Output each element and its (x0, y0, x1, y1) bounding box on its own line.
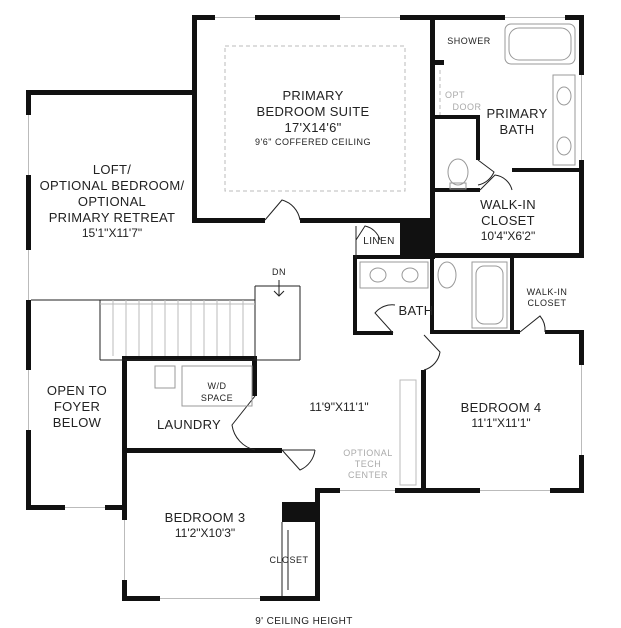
tech-center-label-2: TECH (354, 459, 382, 469)
loft-label-2: OPTIONAL BEDROOM/ (39, 178, 185, 193)
open-foyer-label-1: OPEN TO (46, 383, 108, 398)
open-foyer-label-3: BELOW (52, 415, 102, 430)
bath-label: BATH (398, 303, 434, 318)
loft-label-3: OPTIONAL (77, 194, 147, 209)
tech-center-label-3: CENTER (347, 470, 389, 480)
door-swings (231, 159, 546, 596)
tech-center-outline (399, 379, 417, 486)
linen-label: LINEN (363, 236, 395, 247)
primary-suite-ceiling-note: 9'6" COFFERED CEILING (255, 137, 371, 147)
bedroom4-dims: 11'1"X11'1" (471, 416, 531, 430)
loft-dims: 15'1"X11'7" (81, 226, 143, 240)
primary-bath-label-2: BATH (499, 122, 535, 137)
open-foyer-label-2: FOYER (53, 399, 101, 414)
wd-space-label-1: W/D (207, 381, 227, 391)
laundry-label: LAUNDRY (157, 417, 221, 432)
closet-label: CLOSET (269, 555, 309, 565)
stairs-dn-label: DN (272, 267, 286, 277)
loft-label-4: PRIMARY RETREAT (48, 210, 176, 225)
bath-fixtures (154, 23, 576, 407)
down-arrow-icon (273, 280, 285, 297)
bedroom3-label: BEDROOM 3 (164, 510, 246, 525)
tech-center-label-1: OPTIONAL (343, 448, 393, 458)
walkin-small-label-1: WALK-IN (526, 287, 568, 297)
wd-space-label-2: SPACE (200, 393, 234, 403)
walkin-closet-label-1: WALK-IN (480, 197, 536, 212)
walkin-small-label-2: CLOSET (527, 298, 567, 308)
ceiling-height-note: 9' CEILING HEIGHT (255, 616, 353, 627)
bedroom4-label: BEDROOM 4 (460, 400, 542, 415)
window-lines (28, 17, 582, 599)
staircase (31, 285, 301, 361)
walkin-closet-label-2: CLOSET (481, 213, 535, 228)
primary-bath-label-1: PRIMARY (486, 106, 548, 121)
opt-door-label-2: DOOR (452, 102, 482, 112)
primary-suite-label-1: PRIMARY (282, 88, 344, 103)
interior-walls (122, 15, 584, 522)
primary-suite-label-2: BEDROOM SUITE (256, 104, 370, 119)
coffered-ceiling-outline (224, 45, 406, 192)
primary-suite-dims: 17'X14'6" (284, 120, 342, 135)
loft-label-1: LOFT/ (92, 162, 132, 177)
bedroom3-dims: 11'2"X10'3" (174, 526, 236, 540)
hall-dims: 11'9"X11'1" (309, 400, 369, 414)
walkin-closet-dims: 10'4"X6'2" (480, 229, 536, 243)
shower-label: SHOWER (447, 36, 491, 46)
opt-door-label-1: OPT (444, 90, 466, 100)
